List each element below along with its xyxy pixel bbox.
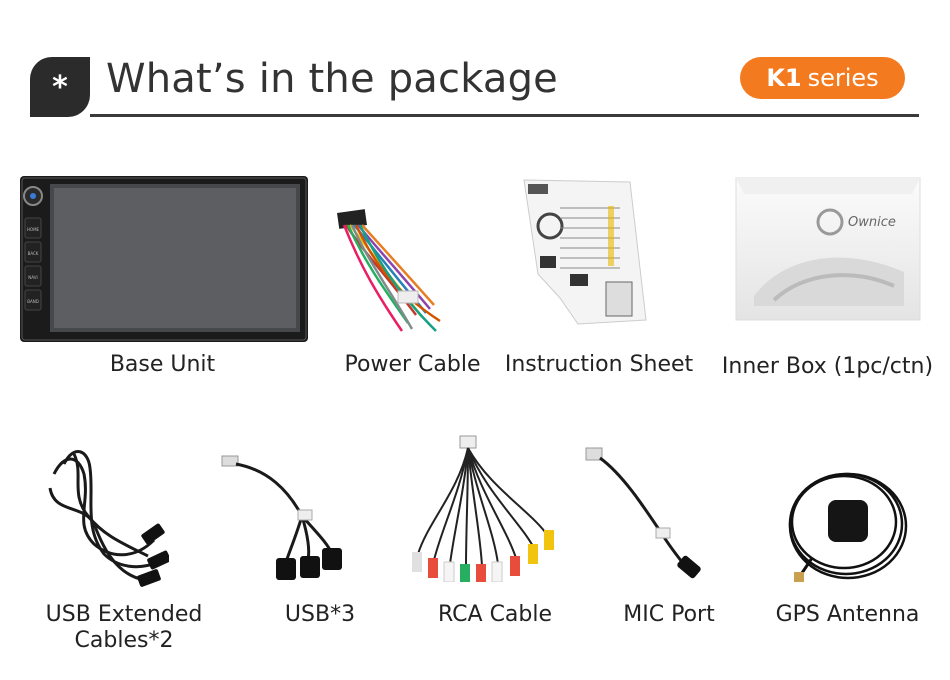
item-label-usb-extended: USB Extended Cables*2 [45,602,203,653]
asterisk-badge-icon: * [30,57,90,117]
item-label-inner-box: Inner Box (1pc/ctn) [721,354,934,379]
back-button-label: BACK [28,251,39,256]
box-brand-text: Ownice [848,215,896,230]
home-button-label: HOME [27,227,40,232]
usb-hub-cable-image [218,450,358,585]
series-suffix: series [807,64,879,92]
rca-cable-image [398,432,563,582]
item-label-mic-port: MIC Port [623,602,715,627]
power-cable-image [336,205,451,340]
usb-extended-cables-image [44,444,169,594]
mic-port-cable-image [582,444,707,579]
gps-antenna-image [782,468,912,588]
head-unit-image: HOME BACK NAVI BAND [20,176,310,344]
item-label-instruction-sheet: Instruction Sheet [504,352,694,377]
series-badge: K1 series [740,57,905,99]
instruction-sheet-image [520,178,650,328]
inner-box-image: Ownice [734,176,924,324]
navi-button-label: NAVI [28,275,37,280]
page-title: What’s in the package [106,56,558,102]
item-label-base-unit: Base Unit [109,352,216,377]
item-label-gps-antenna: GPS Antenna [775,602,920,627]
band-button-label: BAND [27,299,39,304]
header-divider [90,114,919,117]
series-prefix: K1 [766,64,802,92]
item-label-rca-cable: RCA Cable [437,602,553,627]
item-label-power-cable: Power Cable [344,352,481,377]
item-label-usb3: USB*3 [284,602,356,627]
